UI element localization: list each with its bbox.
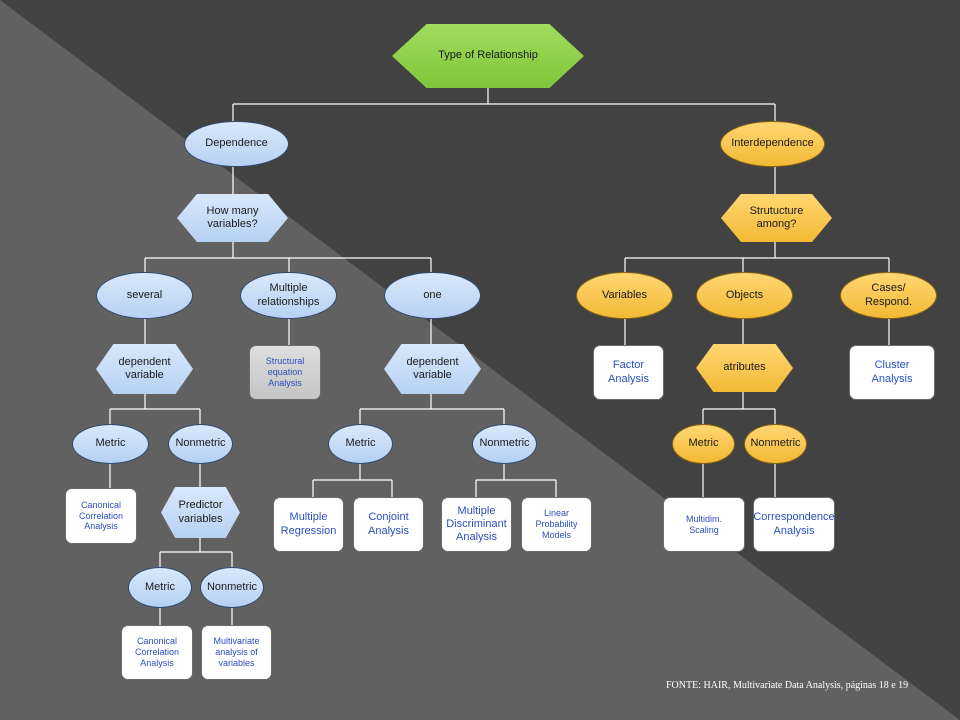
source-citation: FONTE: HAIR, Multivariate Data Analysis,… [666,680,909,691]
conjoint-analysis-box: Conjoint Analysis [353,497,424,552]
nonmetric-objects-node: Nonmetric [744,424,807,464]
cluster-analysis-box: Cluster Analysis [849,345,935,400]
metric-objects-node: Metric [672,424,735,464]
dependent-variable-one-node: dependent variable [384,344,481,394]
canonical-correlation-analysis-box-1: Canonical Correlation Analysis [65,488,137,544]
multidim-scaling-box: Multidim. Scaling [663,497,745,552]
interdependence-node: Interdependence [720,121,825,167]
multivariate-analysis-box: Multivariate analysis of variables [201,625,272,680]
several-node: several [96,272,193,319]
multiple-relationships-node: Multiple relationships [240,272,337,319]
metric-several-node: Metric [72,424,149,464]
factor-analysis-box: Factor Analysis [593,345,664,400]
root-type-of-relationship: Type of Relationship [392,24,584,88]
structure-among-node: Strutucture among? [721,194,832,242]
dependence-node: Dependence [184,121,289,167]
nonmetric-one-node: Nonmetric [472,424,537,464]
multiple-discriminant-analysis-box: Multiple Discriminant Analysis [441,497,512,552]
atributes-node: atributes [696,344,793,392]
variables-node: Variables [576,272,673,319]
predictor-variables-node: Predictor variables [161,487,240,538]
objects-node: Objects [696,272,793,319]
multiple-regression-box: Multiple Regression [273,497,344,552]
metric-one-node: Metric [328,424,393,464]
how-many-variables-node: How many variables? [177,194,288,242]
correspondence-analysis-box: Correspondence Analysis [753,497,835,552]
metric-predictor-node: Metric [128,567,192,608]
nonmetric-predictor-node: Nonmetric [200,567,264,608]
dependent-variable-several-node: dependent variable [96,344,193,394]
nonmetric-several-node: Nonmetric [168,424,233,464]
cases-respond-node: Cases/ Respond. [840,272,937,319]
linear-probability-models-box: Linear Probability Models [521,497,592,552]
structural-equation-analysis-box: Structural equation Analysis [249,345,321,400]
one-node: one [384,272,481,319]
canonical-correlation-analysis-box-2: Canonical Correlation Analysis [121,625,193,680]
